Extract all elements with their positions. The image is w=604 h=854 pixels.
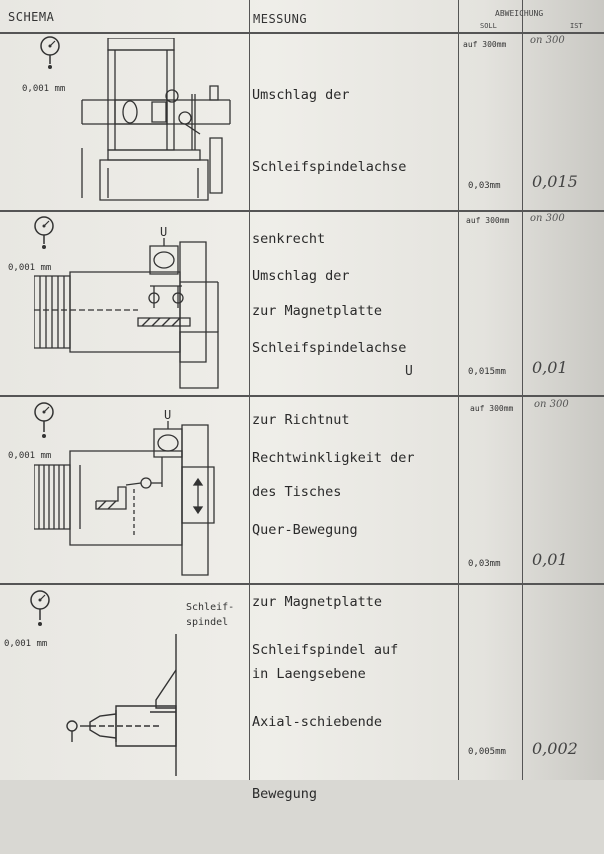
row3-resolution: 0,001 mm: [8, 451, 52, 461]
row-divider-3: [0, 583, 604, 585]
row3-line-4: in Laengsebene: [252, 666, 366, 682]
row2-dial-gauge-icon: [30, 214, 60, 249]
row-divider-2: [0, 395, 604, 397]
row1-line-1: Umschlag der: [252, 87, 350, 103]
row1-machine-diagram: [80, 38, 240, 203]
row2-tolerance-ref: auf 300mm: [466, 216, 510, 225]
row3-dial-gauge-icon: [30, 400, 60, 438]
row1-line-3: senkrecht: [252, 231, 326, 247]
column-divider-messung: [458, 0, 459, 780]
row4-line-3: Bewegung: [252, 786, 318, 802]
row3-tolerance-ref: auf 300mm: [470, 404, 514, 413]
row3-tolerance: 0,03mm: [468, 559, 501, 569]
row4-spindle-diagram: [60, 630, 246, 778]
row2-resolution: 0,001 mm: [8, 263, 52, 273]
row4-dial-gauge-icon: [26, 588, 56, 626]
row3-line-2: Quer-Bewegung: [252, 522, 358, 538]
header-messung: MESSUNG: [253, 12, 308, 26]
row3-line-1: Rechtwinkligkeit der: [252, 450, 415, 466]
inspection-sheet: SCHEMA MESSUNG ABWEICHUNG SOLL IST 0,001…: [0, 0, 604, 802]
header-soll: SOLL: [480, 22, 497, 30]
row4-line-1: Schleifspindel auf: [252, 642, 399, 658]
row4-line-2: Axial-schiebende: [252, 714, 383, 730]
row1-ist-ref: on 300: [530, 35, 565, 46]
row1-line-4: zur Magnetplatte: [252, 303, 383, 319]
row2-line-1: Umschlag der: [252, 268, 350, 284]
row3-actual: 0,01: [532, 550, 568, 569]
row1-description: Umschlag der Schleifspindelachse senkrec…: [252, 35, 406, 371]
row2-line-4: des Tisches: [252, 484, 342, 500]
row2-machine-diagram: U: [34, 225, 244, 390]
row3-description: Rechtwinkligkeit der Quer-Bewegung zur M…: [252, 398, 415, 734]
row2-actual: 0,01: [532, 358, 568, 377]
row1-tolerance: 0,03mm: [468, 181, 501, 191]
header-schema: SCHEMA: [8, 10, 55, 24]
row1-actual: 0,015: [532, 172, 578, 191]
row1-line-2: Schleifspindelachse: [252, 159, 407, 175]
row1-resolution: 0,001 mm: [22, 84, 66, 94]
row4-description: Schleifspindel auf Axial-schiebende Bewe…: [252, 590, 398, 854]
row4-figure-label: Schleif- spindel: [186, 602, 235, 628]
row4-tolerance: 0,005mm: [468, 747, 506, 757]
row3-line-3: zur Magnetplatte: [252, 594, 383, 610]
row2-line-3: zur Richtnut: [252, 412, 350, 428]
row3-machine-diagram: U: [34, 408, 244, 577]
header-abweichung: ABWEICHUNG: [495, 9, 544, 18]
row-divider-1: [0, 210, 604, 212]
column-divider-soll-ist: [522, 0, 523, 780]
row1-dial-gauge-icon: [36, 34, 66, 69]
row2-tolerance: 0,015mm: [468, 367, 506, 377]
row2-description: Umschlag der Schleifspindelachse zur Ric…: [252, 216, 406, 552]
row2-marker: U: [405, 364, 413, 379]
row3-ist-ref: on 300: [534, 399, 569, 410]
row4-actual: 0,002: [532, 739, 578, 758]
column-divider-schema: [249, 0, 250, 780]
header-divider: [0, 32, 604, 34]
row1-tolerance-ref: auf 300mm: [463, 40, 507, 49]
row4-resolution: 0,001 mm: [4, 639, 48, 649]
header-ist: IST: [570, 22, 583, 30]
svg-text:U: U: [164, 408, 171, 422]
row2-ist-ref: on 300: [530, 213, 565, 224]
svg-text:U: U: [160, 225, 167, 239]
row2-line-2: Schleifspindelachse: [252, 340, 407, 356]
